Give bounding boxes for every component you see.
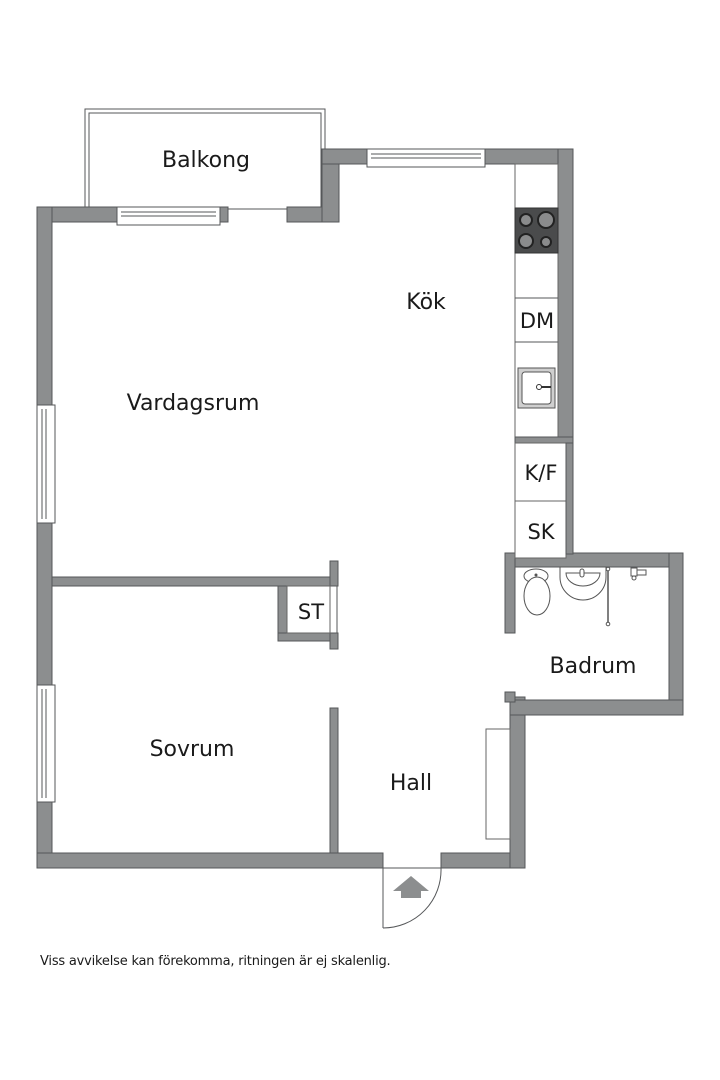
bathroom-fixtures — [523, 566, 647, 627]
room-label-balkong: Balkong — [162, 148, 250, 173]
window-kitchen — [366, 148, 486, 168]
fridge-and-wardrobe — [514, 442, 567, 559]
kitchen-counter — [514, 163, 559, 443]
unit-label-sk: SK — [527, 520, 555, 544]
unit-label-dm: DM — [520, 309, 554, 333]
interior-walls — [51, 560, 339, 854]
unit-label-kf: K/F — [525, 461, 558, 485]
window-balcony — [116, 206, 221, 226]
outer-walls — [36, 148, 684, 869]
room-label-kok: Kök — [406, 290, 446, 315]
entrance-door[interactable] — [382, 867, 442, 929]
room-label-sovrum: Sovrum — [150, 737, 235, 762]
hall-wardrobe — [485, 728, 511, 840]
washbasin-icon — [559, 566, 607, 601]
shower-icon — [605, 566, 647, 627]
windows — [36, 148, 486, 803]
stove-icon — [514, 207, 559, 254]
room-label-badrum: Badrum — [550, 654, 637, 679]
entrance-arrow-icon — [393, 876, 429, 898]
balcony — [84, 108, 326, 210]
window-livingroom — [36, 404, 56, 524]
toilet-icon — [523, 568, 551, 616]
window-bedroom — [36, 684, 56, 803]
disclaimer-note: Viss avvikelse kan förekomma, ritningen … — [40, 954, 391, 969]
room-label-vardagsrum: Vardagsrum — [127, 391, 260, 416]
room-label-hall: Hall — [390, 771, 432, 796]
unit-label-st: ST — [298, 600, 324, 624]
kitchen-sink-icon — [517, 367, 556, 409]
